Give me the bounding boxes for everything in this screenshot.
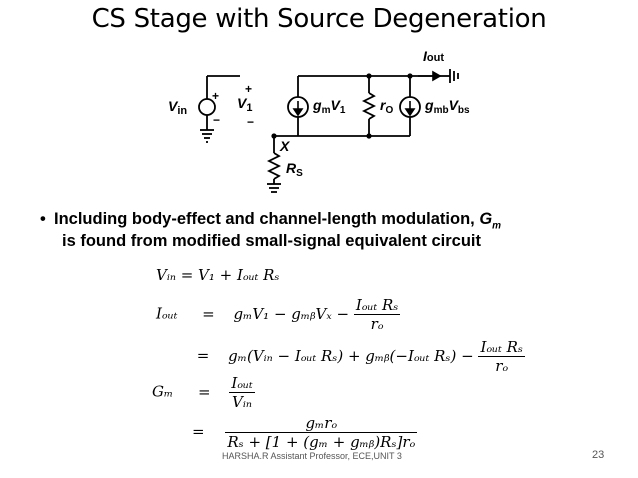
equation-4-lhs: Gₘ [152,382,174,401]
equals-sign: = [196,346,210,365]
v1-label: V1 [237,95,252,114]
equation-2-lhs: Iₒᵤₜ [156,304,178,323]
node-dot [366,133,372,139]
rs-resistor [266,152,282,180]
v1-minus: − [247,115,254,129]
equation-3-rhs: gₘ(Vᵢₙ − Iₒᵤₜ Rₛ) + gₘᵦ(−Iₒᵤₜ Rₛ) − [228,346,474,365]
bullet-line-1: Including body-effect and channel-length… [54,210,502,232]
page-number: 23 [592,449,605,461]
vin-plus: + [212,89,219,103]
equals-sign: = [197,382,211,401]
gmb-vbs-label: gmbVbs [424,97,470,116]
vin-label: Vin [168,98,187,117]
node-x-label: X [279,138,291,154]
small-signal-circuit-diagram: Iout Vin + − + V1 − gmV1 rO gmbVbs X RS [168,48,470,193]
v1-plus: + [245,82,252,96]
ro-label: rO [380,97,393,116]
equation-2-rhs: gₘV₁ − gₘᵦVₓ − [233,304,350,323]
slide-footer: HARSHA.R Assistant Professor, ECE,UNIT 3 [222,451,402,461]
node-dot [407,73,413,79]
node-dot [271,133,277,139]
ro-resistor [361,92,377,120]
node-dot [366,73,372,79]
equation-1: Vᵢₙ = V₁ + Iₒᵤₜ Rₛ [156,266,280,284]
gm-v1-label: gmV1 [312,97,346,116]
slide-title: CS Stage with Source Degeneration [91,4,547,34]
equals-sign: = [192,422,205,441]
equation-3: = gₘ(Vᵢₙ − Iₒᵤₜ Rₛ) + gₘᵦ(−Iₒᵤₜ Rₛ) − Iₒ… [156,338,525,375]
iout-label: Iout [423,48,444,64]
bullet-dot: • [40,210,46,228]
equals-sign: = [202,304,215,323]
bullet-line-2: is found from modified small-signal equi… [62,232,481,250]
rs-label: RS [286,160,303,179]
vin-minus: − [213,113,220,127]
